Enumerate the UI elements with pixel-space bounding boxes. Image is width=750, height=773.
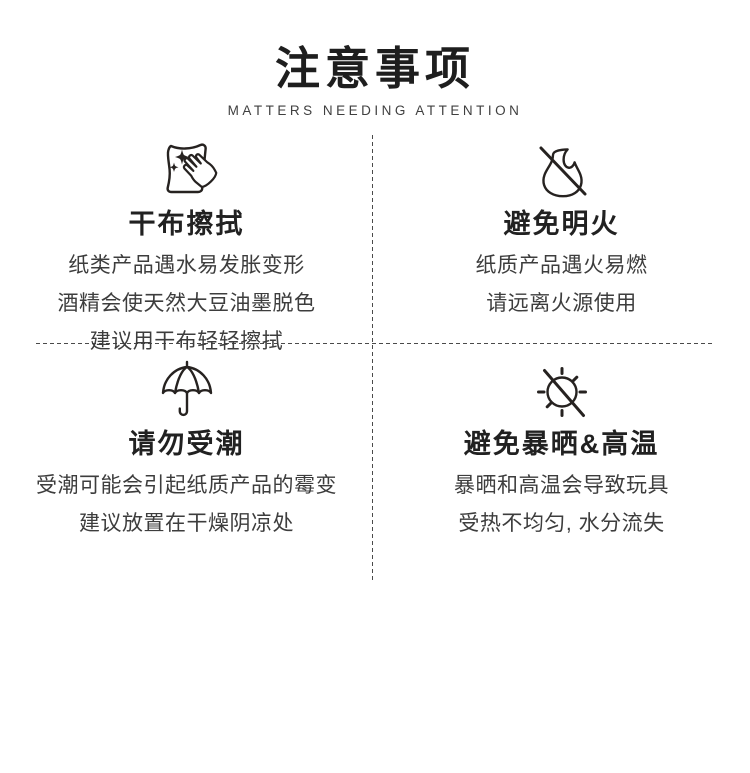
section-title: 干布擦拭	[128, 209, 245, 239]
text-line: 受潮可能会引起纸质产品的霉变	[36, 474, 337, 498]
text-line: 暴晒和高温会导致玩具	[454, 474, 669, 498]
page-subtitle: MATTERS NEEDING ATTENTION	[227, 102, 523, 118]
text-line: 请远离火源使用	[486, 292, 637, 316]
text-line: 受热不均匀, 水分流失	[458, 512, 665, 536]
section-avoid-sun-heat: 避免暴晒&高温 暴晒和高温会导致玩具 受热不均匀, 水分流失	[373, 343, 750, 590]
quadrant-grid: 干布擦拭 纸类产品遇水易发胀变形 酒精会使天然大豆油墨脱色 建议用干布轻轻擦拭 …	[0, 135, 750, 590]
section-text: 纸质产品遇火易燃 请远离火源使用	[476, 247, 648, 323]
no-sun-exposure-icon	[530, 359, 594, 423]
section-dry-wipe: 干布擦拭 纸类产品遇水易发胀变形 酒精会使天然大豆油墨脱色 建议用干布轻轻擦拭	[0, 135, 373, 353]
section-title: 请勿受潮	[128, 429, 245, 459]
section-text: 纸类产品遇水易发胀变形 酒精会使天然大豆油墨脱色 建议用干布轻轻擦拭	[58, 247, 316, 361]
umbrella-icon	[155, 359, 219, 423]
vertical-divider	[372, 135, 373, 582]
text-line: 建议放置在干燥阴凉处	[79, 512, 294, 536]
text-line: 纸类产品遇水易发胀变形	[68, 254, 305, 278]
horizontal-divider	[36, 343, 713, 344]
section-text: 受潮可能会引起纸质产品的霉变 建议放置在干燥阴凉处	[36, 467, 337, 543]
cloth-wipe-icon	[155, 139, 219, 203]
section-avoid-open-flame: 避免明火 纸质产品遇火易燃 请远离火源使用	[373, 135, 750, 343]
no-open-flame-icon	[530, 139, 594, 203]
text-line: 酒精会使天然大豆油墨脱色	[57, 292, 316, 316]
section-keep-dry: 请勿受潮 受潮可能会引起纸质产品的霉变 建议放置在干燥阴凉处	[0, 343, 373, 590]
text-line: 纸质产品遇火易燃	[475, 254, 648, 278]
text-line: 建议用干布轻轻擦拭	[89, 330, 284, 354]
page-title: 注意事项	[274, 43, 475, 94]
section-title: 避免明火	[503, 209, 620, 239]
section-title: 避免暴晒&高温	[463, 429, 660, 459]
page-header: 注意事项 MATTERS NEEDING ATTENTION	[0, 44, 750, 118]
section-text: 暴晒和高温会导致玩具 受热不均匀, 水分流失	[454, 467, 669, 543]
